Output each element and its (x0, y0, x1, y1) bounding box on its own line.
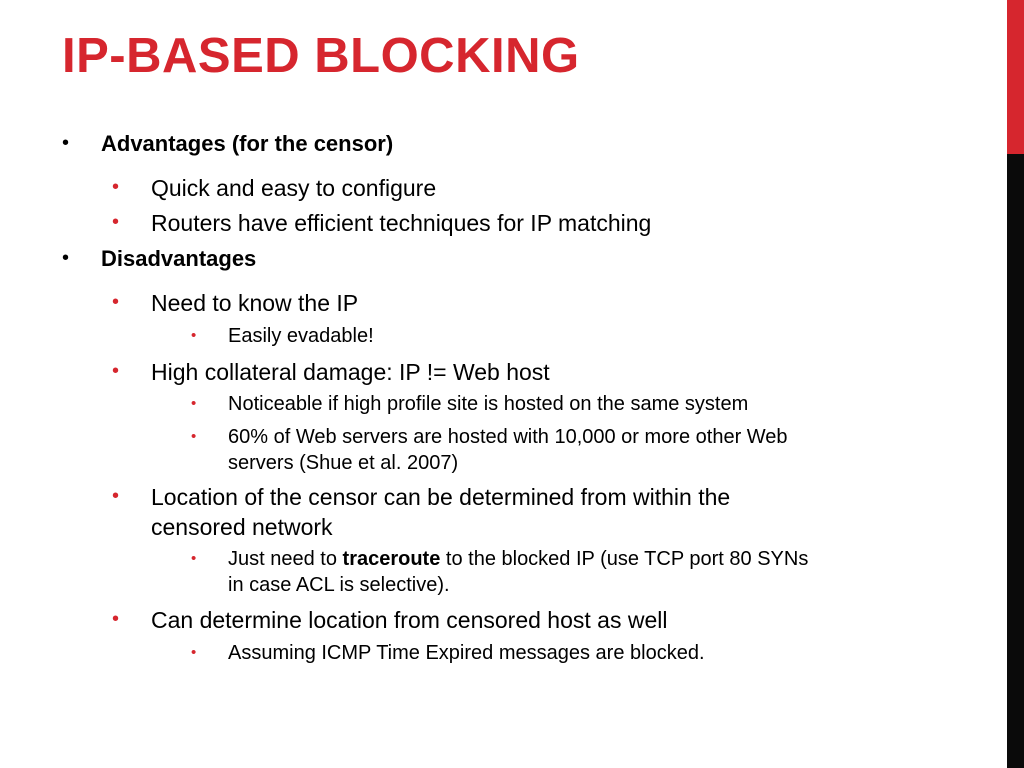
bullet-icon: • (191, 395, 197, 412)
bullet-location-line2: censored network (151, 514, 333, 540)
accent-bar-black (1007, 154, 1024, 768)
traceroute-pre: Just need to (228, 548, 343, 570)
bullet-icon: • (62, 132, 70, 154)
bullet-traceroute-line1: Just need to traceroute to the blocked I… (228, 546, 808, 572)
bullet-icon: • (112, 176, 120, 198)
bullet-icon: • (191, 327, 197, 344)
bullet-advantages: Advantages (for the censor) (101, 131, 394, 156)
bullet-icon: • (112, 291, 120, 313)
bullet-sixty-percent-line1: 60% of Web servers are hosted with 10,00… (228, 426, 788, 448)
bullet-icon: • (112, 485, 120, 507)
bullet-disadvantages: Disadvantages (101, 246, 257, 271)
bullet-icon: • (191, 428, 197, 445)
bullet-icon: • (62, 247, 70, 269)
accent-bar-red (1007, 0, 1024, 154)
bullet-icon: • (191, 644, 197, 661)
bullet-icon: • (112, 211, 120, 233)
bullet-censored-host: Can determine location from censored hos… (151, 607, 668, 633)
bullet-evadable: Easily evadable! (228, 325, 374, 347)
bullet-location-line1: Location of the censor can be determined… (151, 484, 731, 510)
bullet-traceroute-line2: in case ACL is selective). (228, 574, 450, 596)
bullet-icon: • (112, 608, 120, 630)
bullet-quick-config: Quick and easy to configure (151, 175, 437, 201)
bullet-icon: • (112, 360, 120, 382)
bullet-noticeable: Noticeable if high profile site is hoste… (228, 393, 749, 415)
bullet-icon: • (191, 550, 197, 567)
slide-title: IP-Based Blocking (62, 29, 580, 83)
bullet-routers: Routers have efficient techniques for IP… (151, 210, 652, 236)
bullet-icmp: Assuming ICMP Time Expired messages are … (228, 642, 705, 664)
bullet-need-ip: Need to know the IP (151, 290, 359, 316)
bullet-sixty-percent-line2: servers (Shue et al. 2007) (228, 452, 459, 474)
traceroute-command: traceroute (342, 548, 441, 570)
bullet-collateral: High collateral damage: IP != Web host (151, 359, 550, 385)
traceroute-post: to the blocked IP (use TCP port 80 SYNs (440, 548, 809, 570)
